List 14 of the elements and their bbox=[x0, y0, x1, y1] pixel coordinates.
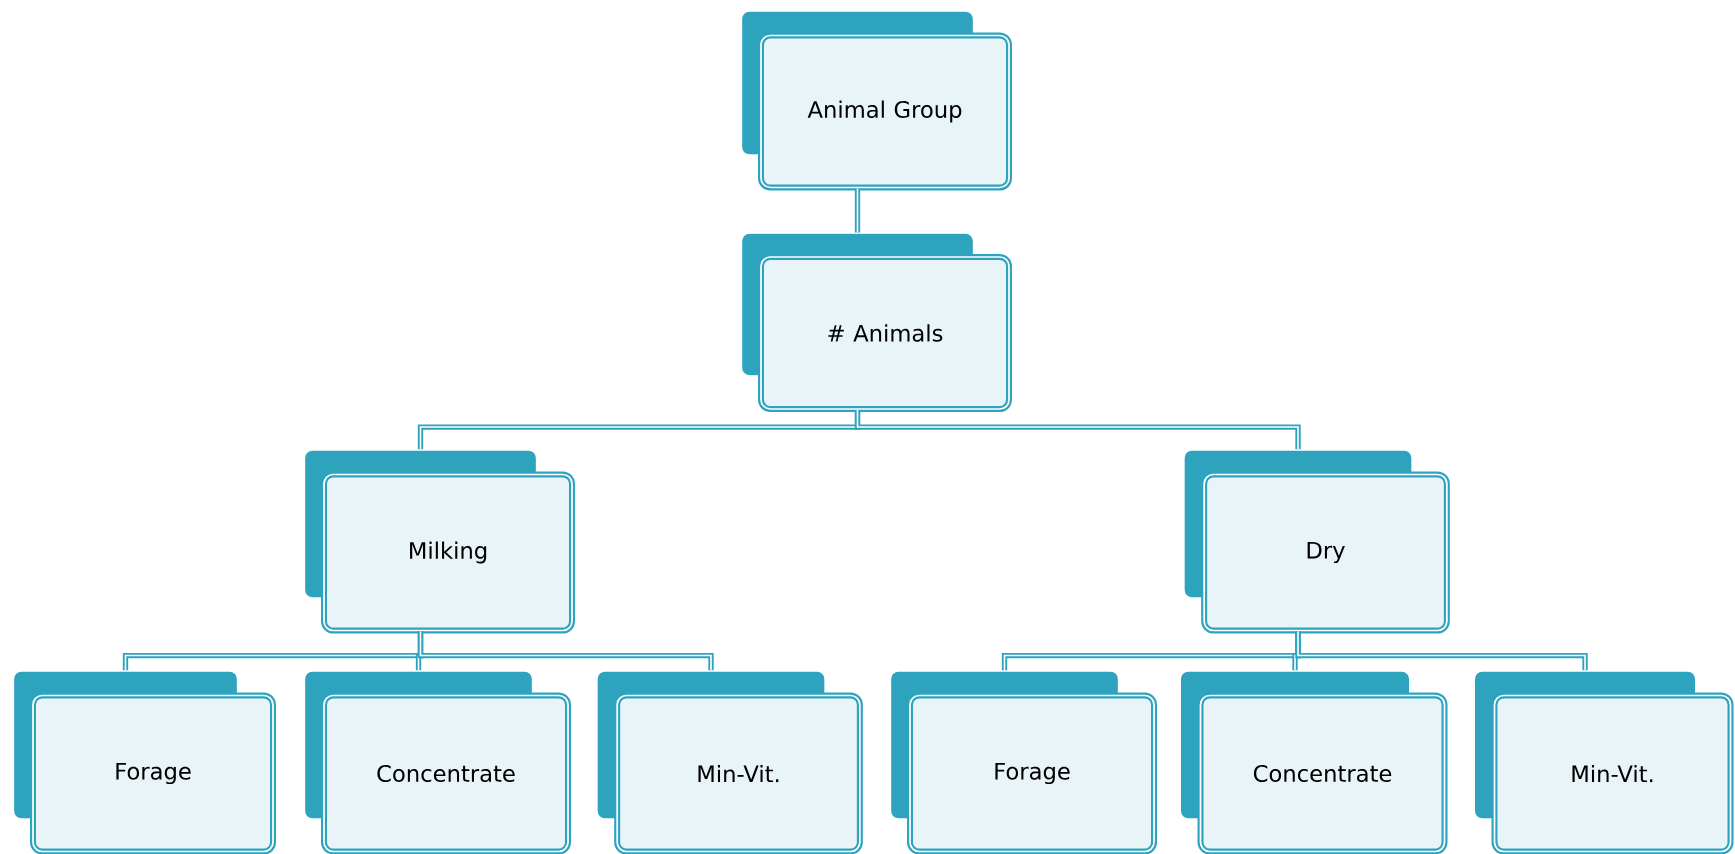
stacked-box: Min-Vit. bbox=[596, 670, 863, 854]
connector bbox=[417, 630, 714, 672]
connector bbox=[854, 409, 1301, 451]
stacked-box: Animal Group bbox=[740, 10, 1012, 191]
stacked-box: Min-Vit. bbox=[1473, 670, 1734, 854]
stacked-box: Forage bbox=[889, 670, 1157, 854]
stacked-box: Concentrate bbox=[303, 670, 571, 854]
connector bbox=[854, 187, 861, 234]
connector bbox=[1295, 630, 1588, 672]
stacked-box: Milking bbox=[303, 449, 575, 634]
stacked-box: Forage bbox=[12, 670, 276, 854]
stacked-box: Dry bbox=[1183, 449, 1450, 634]
stacked-box: Concentrate bbox=[1179, 670, 1448, 854]
stacked-box: # Animals bbox=[740, 232, 1012, 412]
